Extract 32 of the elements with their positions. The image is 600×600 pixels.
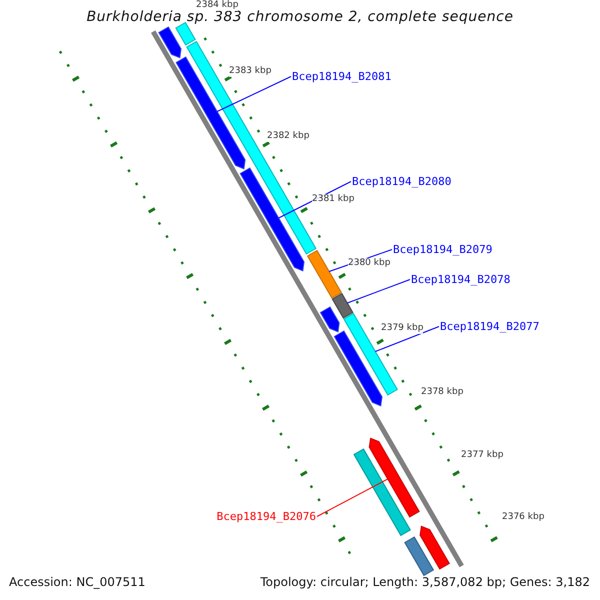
footer-text: Accession: NC_007511 <box>9 575 146 589</box>
scale-label: 2378 kbp <box>421 387 464 398</box>
scale-label: 2377 kbp <box>461 450 504 461</box>
gene-feature <box>404 536 434 576</box>
scale-label: 2381 kbp <box>312 194 354 205</box>
gene-label: Bcep18194_B2081 <box>292 70 392 83</box>
scale-label: 2383 kbp <box>229 66 272 77</box>
scale-label: 2380 kbp <box>348 258 390 269</box>
leader-line <box>316 478 388 517</box>
gene-feature <box>306 250 342 299</box>
gene-feature <box>332 292 354 319</box>
leader-line <box>374 326 440 352</box>
gene-feature-pointed <box>420 526 450 570</box>
gene-feature <box>353 448 411 536</box>
gene-label: Bcep18194_B2076 <box>216 510 316 523</box>
scale-label: 2384 kbp <box>196 0 238 11</box>
gene-label: Bcep18194_B2078 <box>411 273 510 286</box>
gene-feature-pointed <box>368 438 420 518</box>
gene-label: Bcep18194_B2080 <box>352 175 452 188</box>
scale-label: 2376 kbp <box>502 512 544 523</box>
gene-feature-pointed <box>158 26 182 58</box>
gene-label: Bcep18194_B2079 <box>393 243 492 256</box>
title: Burkholderia sp. 383 chromosome 2, complete sequence <box>86 9 514 25</box>
gene-feature-pointed <box>240 167 305 272</box>
gene-feature-pointed <box>334 330 383 406</box>
gene-label: Bcep18194_B2077 <box>440 320 540 333</box>
leader-line <box>216 76 292 112</box>
footer-text: Topology: circular; Length: 3,587,082 bp; Genes: 3,182 <box>260 575 590 589</box>
scale-label: 2379 kbp <box>381 323 424 334</box>
gene-feature-pointed <box>320 306 340 332</box>
leader-line <box>346 279 410 304</box>
scale-label: 2382 kbp <box>267 131 310 142</box>
